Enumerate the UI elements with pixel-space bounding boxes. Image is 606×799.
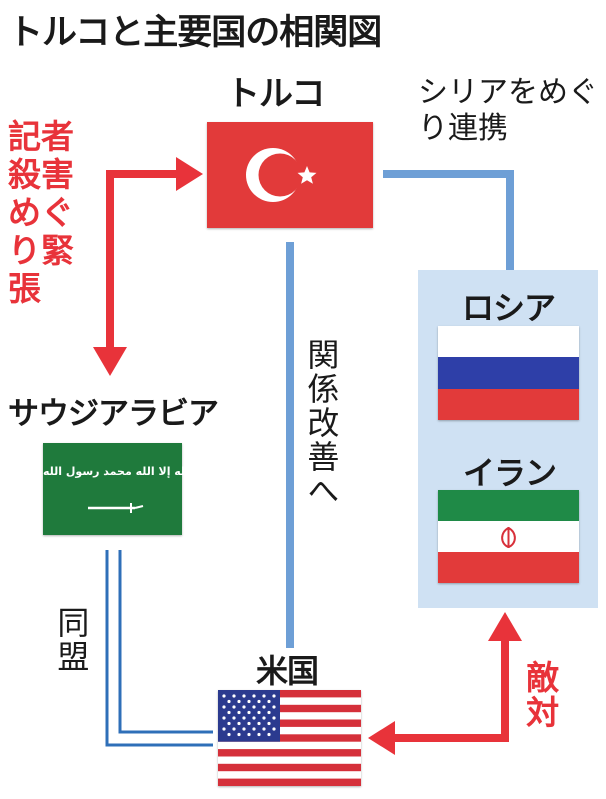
turkey-bloc-line <box>383 170 514 270</box>
arrowhead-to-bloc <box>488 612 522 641</box>
shahada-text: لا إله إلا الله محمد رسول الله <box>43 465 201 478</box>
flag-russia <box>438 326 579 420</box>
alliance-line-outer <box>105 550 213 747</box>
stars-stripes-icon <box>218 690 361 786</box>
label-usa: 米国 <box>256 652 319 690</box>
hostility-line <box>392 640 509 742</box>
alliance-line-inner <box>118 550 213 734</box>
flag-turkey <box>207 122 373 228</box>
sword-icon <box>88 503 144 513</box>
relation-usa-russia-iran: 敵対 <box>520 660 560 730</box>
label-iran: イラン <box>463 454 557 492</box>
flag-saudi: لا إله إلا الله محمد رسول الله <box>43 443 201 535</box>
label-russia: ロシア <box>462 289 556 327</box>
label-turkey: トルコ <box>226 74 325 114</box>
flag-iran <box>438 490 579 583</box>
relation-turkey-russia-iran: シリアをめぐり連携 <box>418 75 598 146</box>
emblem-icon <box>501 526 516 549</box>
arrowhead-to-saudi <box>93 347 127 376</box>
flag-usa <box>218 690 361 786</box>
crescent-star-icon <box>246 148 317 202</box>
label-saudi: サウジアラビア <box>8 396 219 432</box>
arrowhead-to-usa <box>368 721 395 755</box>
arrowhead-to-turkey <box>176 157 203 191</box>
page-title: トルコと主要国の相関図 <box>8 13 382 53</box>
relation-turkey-usa: 関係改善へ <box>302 338 341 508</box>
tension-line <box>106 170 178 350</box>
relation-saudi-usa: 同盟 <box>52 606 91 674</box>
relation-turkey-saudi: 記者殺害めぐり緊張 <box>8 117 74 308</box>
